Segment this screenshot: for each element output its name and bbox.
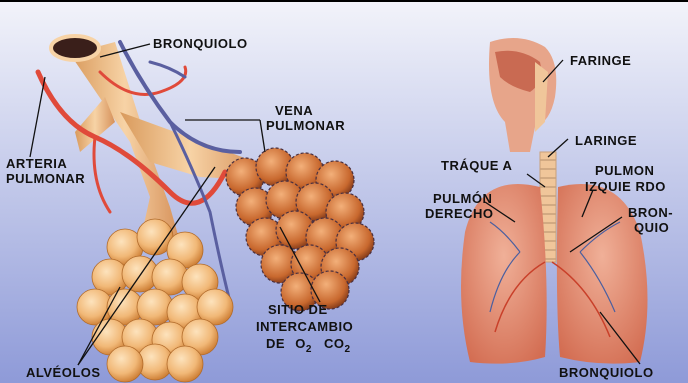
label-traquea: TRÁQUE A: [441, 159, 512, 172]
label-alveolos: ALVÉOLOS: [26, 366, 101, 379]
label-sitio-line1: SITIO DE: [268, 303, 328, 316]
label-co-sub: 2: [345, 344, 351, 355]
alveolus: [107, 346, 143, 382]
alveolus: [167, 346, 203, 382]
label-sitio-line3: DE O2 CO2: [266, 337, 351, 352]
label-o-sub: 2: [306, 344, 312, 355]
label-vena-line1: VENA: [275, 104, 313, 117]
label-arteria-line2: PULMONAR: [6, 172, 85, 185]
label-laringe: LARINGE: [575, 134, 637, 147]
label-bronquio-line2: QUIO: [634, 221, 669, 234]
label-sitio-line2: INTERCAMBIO: [256, 320, 353, 333]
label-bronquio-line1: BRON-: [628, 206, 673, 219]
label-bronquiolo-bottom: BRONQUIOLO: [559, 366, 654, 379]
label-arteria-line1: ARTERIA: [6, 157, 67, 170]
label-pulmon-izq-line1: PULMON: [595, 164, 654, 177]
label-o: O: [295, 336, 306, 351]
label-faringe: FARINGE: [570, 54, 631, 67]
bronchiole-opening: [51, 36, 99, 60]
label-pulmon-der-line2: DERECHO: [425, 207, 494, 220]
label-vena-line2: PULMONAR: [266, 119, 345, 132]
label-bronquiolo-top: BRONQUIOLO: [153, 37, 248, 50]
label-pulmon-der-line1: PULMÓN: [433, 192, 492, 205]
label-pulmon-izq-line2: IZQUIE RDO: [585, 180, 666, 193]
label-de: DE: [266, 336, 285, 351]
label-co: CO: [324, 336, 345, 351]
